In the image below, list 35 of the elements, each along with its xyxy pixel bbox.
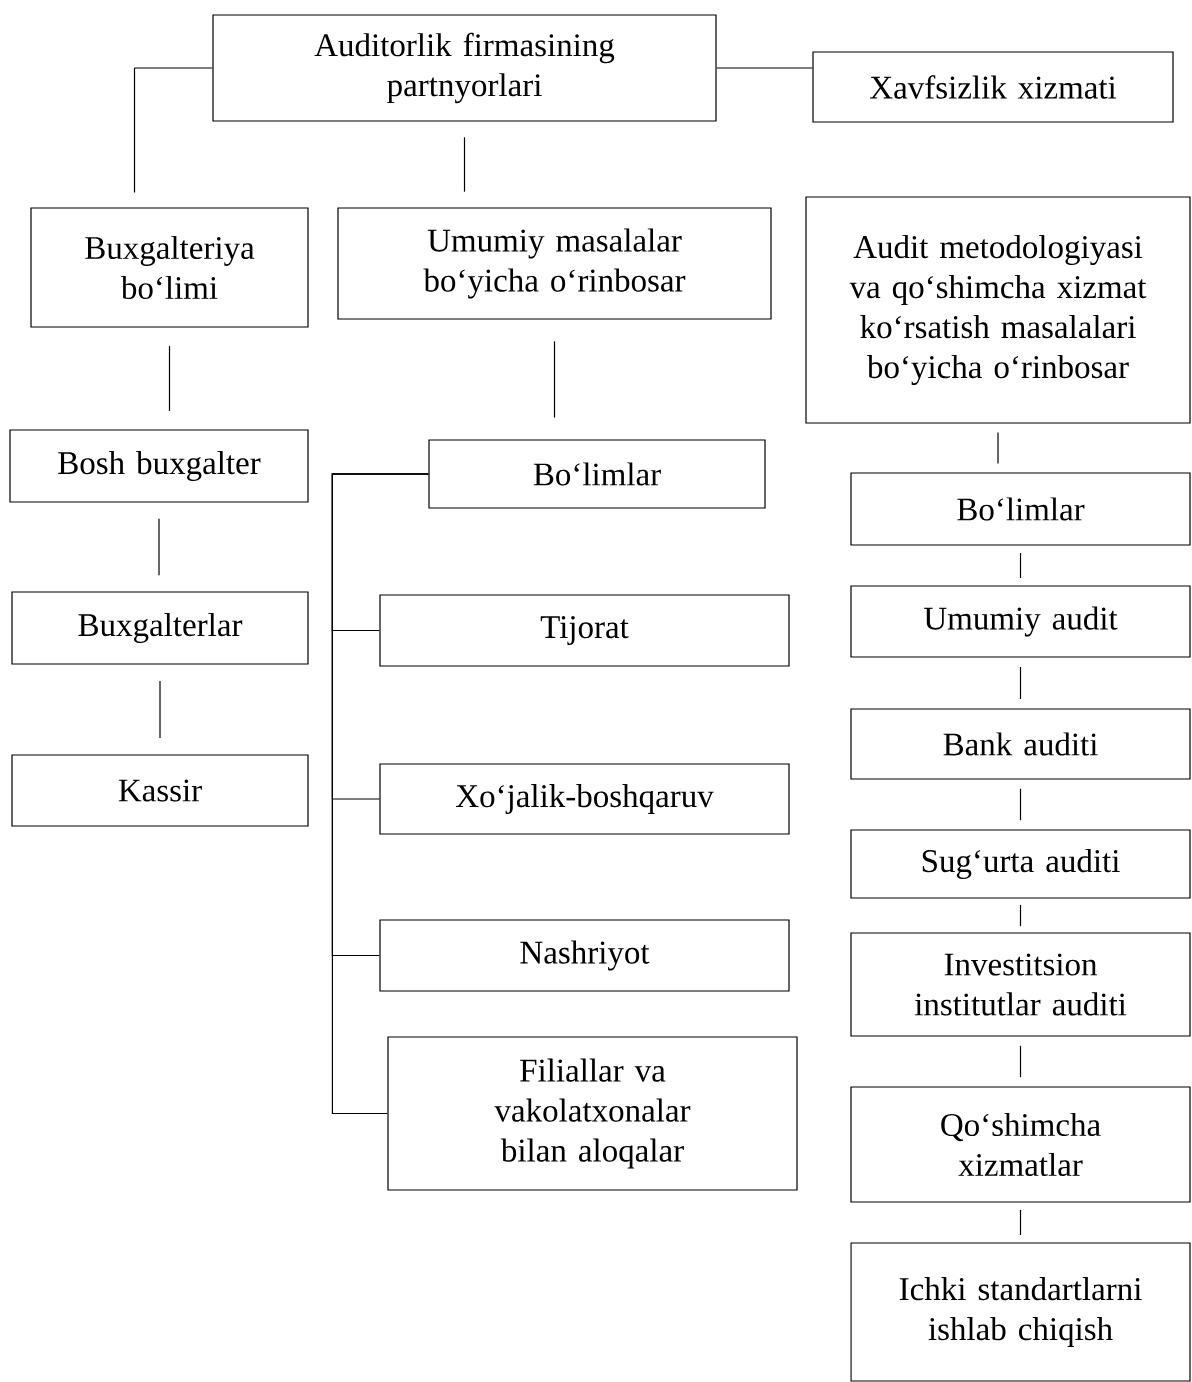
org-box: Umumiy masalalar bo‘yicha o‘rinbosar — [337, 207, 772, 320]
connector-line — [1019, 552, 1022, 579]
org-box: Bosh buxgalter — [9, 429, 309, 503]
connector-line — [716, 67, 813, 69]
connector-line — [158, 518, 160, 576]
connector-line — [463, 136, 466, 193]
connector-line — [168, 345, 171, 412]
connector-line — [331, 473, 429, 1115]
org-box: Sug‘urta auditi — [850, 829, 1191, 899]
org-box: Buxgalteriya bo‘limi — [30, 207, 309, 328]
org-box: Ichki standartlarni ishlab chiqish — [850, 1242, 1191, 1382]
org-box: Xo‘jalik-boshqaruv — [379, 763, 790, 835]
connector-line — [1019, 1209, 1022, 1236]
connector-line — [1019, 904, 1022, 927]
org-box: Umumiy audit — [850, 585, 1191, 658]
org-box: Qo‘shimcha xizmatlar — [850, 1086, 1191, 1203]
connector-line — [159, 680, 161, 739]
connector-line — [1019, 788, 1022, 821]
connector-line — [133, 67, 213, 193]
org-box: Xavfsizlik xizmati — [812, 51, 1174, 123]
connector-line — [997, 432, 999, 464]
org-box: Investitsion institutlar auditi — [850, 932, 1191, 1037]
org-box: Audit metodologiyasi va qo‘shimcha xizmat ko‘rsatish masalalari bo‘yicha o‘rinbosar — [805, 196, 1191, 424]
org-box: Kassir — [11, 754, 309, 827]
org-box: Auditorlik firmasining partnyorlari — [212, 14, 717, 122]
org-box: Bank auditi — [850, 708, 1191, 780]
org-box: Bo‘limlar — [428, 439, 766, 509]
org-box: Nashriyot — [379, 919, 790, 992]
connector-line — [1019, 1045, 1022, 1078]
org-box: Tijorat — [379, 594, 790, 667]
connector-line — [553, 340, 556, 419]
org-box: Bo‘limlar — [850, 472, 1191, 546]
connector-line — [1019, 666, 1022, 700]
org-box: Filiallar va vakolatxonalar bilan aloqalar — [387, 1036, 798, 1191]
org-box: Buxgalterlar — [11, 591, 309, 665]
